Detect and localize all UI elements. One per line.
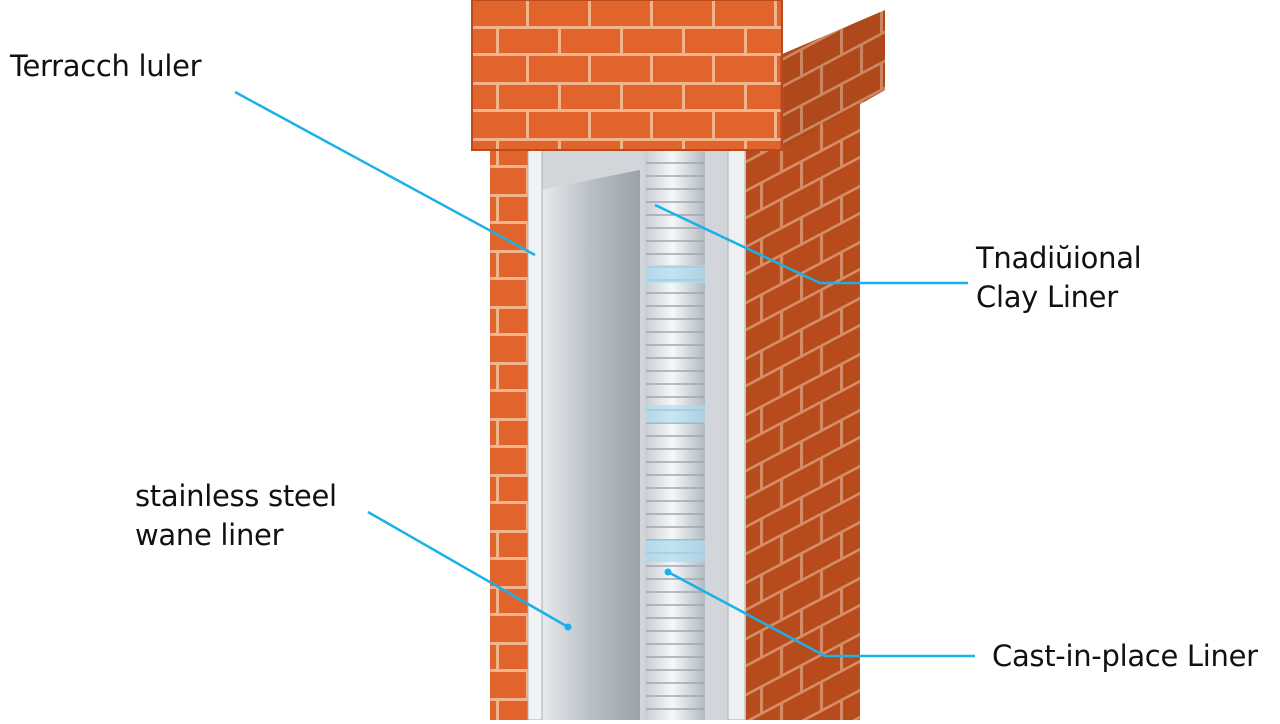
label-clay-liner-line1: Tnadiŭional xyxy=(976,241,1142,275)
flue-pipe xyxy=(645,140,705,720)
label-terracotta-liner: Terracch luler xyxy=(10,49,202,83)
label-cast-in-place-liner: Cast-in-place Liner xyxy=(992,639,1258,673)
label-clay-liner-line2: Clay Liner xyxy=(976,280,1118,314)
brick-wall-right xyxy=(745,90,860,720)
brick-wall-left xyxy=(490,120,530,720)
leader-dot xyxy=(664,568,672,576)
chimney-cap-front xyxy=(472,0,782,150)
chimney-cap-side xyxy=(780,10,885,150)
leader-lines xyxy=(234,90,975,658)
steel-liner-panel xyxy=(540,170,640,720)
leader-line-terracotta xyxy=(234,90,536,257)
label-stainless-liner-line2: wane liner xyxy=(135,518,284,552)
leader-dot xyxy=(564,623,572,631)
label-stainless-liner-line1: stainless steel xyxy=(135,479,337,513)
leader-line-clay xyxy=(654,203,968,285)
leader-line-stainless xyxy=(367,510,569,629)
leader-line-cast xyxy=(667,570,975,658)
